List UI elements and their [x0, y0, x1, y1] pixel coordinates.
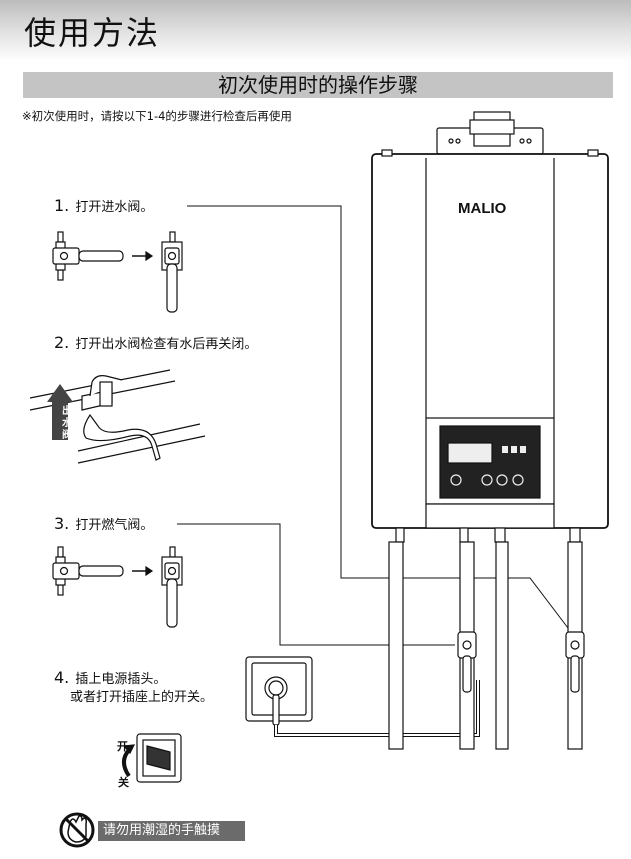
leader-line-step-1 — [187, 205, 569, 629]
no-wet-hands-icon — [59, 812, 95, 848]
step-2-text: 打开出水阀检查有水后再关闭。 — [75, 337, 258, 352]
page-title: 使用方法 — [24, 14, 161, 52]
power-switch-icon — [122, 733, 182, 783]
step-3: 3. 打开燃气阀。 — [54, 515, 153, 535]
leader-lines — [177, 205, 569, 646]
leader-line-step-3 — [177, 523, 455, 646]
step-1-number: 1. — [54, 196, 70, 215]
heater-pipes — [388, 527, 585, 750]
step-4-text2: 或者打开插座上的开关。 — [70, 690, 214, 705]
power-socket-icon — [245, 656, 313, 726]
step-3-text: 打开燃气阀。 — [75, 518, 154, 533]
step-4-number: 4. — [54, 668, 70, 687]
faucet-arrow — [47, 384, 73, 440]
gas-valve-icon — [52, 546, 183, 628]
warning-badge: 请勿用潮湿的手触摸 — [98, 821, 245, 841]
section-title: 初次使用时的操作步骤 — [23, 72, 613, 98]
faucet-label: 出水阀 — [62, 406, 72, 441]
step-4-text: 插上电源插头。 — [75, 672, 167, 687]
switch-on-label: 开 — [117, 740, 128, 753]
step-4: 4. 插上电源插头。 或者打开插座上的开关。 — [54, 669, 213, 707]
water-valve-icon — [52, 231, 183, 313]
power-cable-inner — [275, 680, 479, 736]
switch-off-label: 关 — [118, 776, 129, 789]
step-1: 1. 打开进水阀。 — [54, 197, 153, 217]
faucet-icon — [29, 369, 206, 464]
water-heater-icon — [371, 111, 609, 529]
header-band — [0, 0, 631, 62]
notice-text: ※初次使用时，请按以下1-4的步骤进行检查后再使用 — [22, 109, 292, 123]
step-2-number: 2. — [54, 333, 70, 352]
heater-brand: MALIO — [458, 200, 507, 217]
step-2: 2. 打开出水阀检查有水后再关闭。 — [54, 334, 257, 354]
step-1-text: 打开进水阀。 — [75, 200, 154, 215]
step-3-number: 3. — [54, 514, 70, 533]
